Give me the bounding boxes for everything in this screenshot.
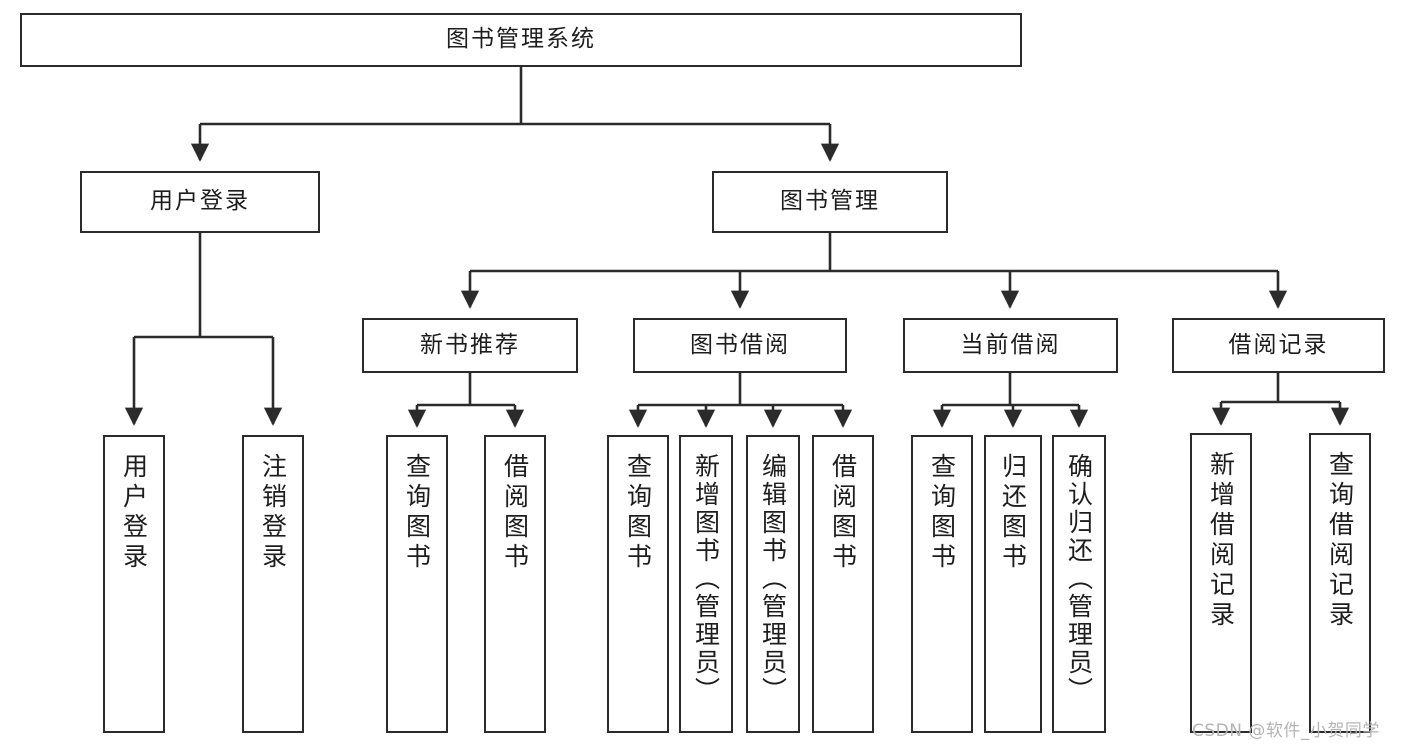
node-leaf-borrow-book-2-label: 借阅图书 <box>828 453 858 573</box>
node-leaf-query-book-3[interactable]: 查询图书 <box>911 435 973 733</box>
node-leaf-borrow-book-2[interactable]: 借阅图书 <box>812 435 874 733</box>
node-user-login[interactable]: 用户登录 <box>80 171 320 233</box>
node-leaf-user-login[interactable]: 用户登录 <box>103 435 165 733</box>
node-book-manage-label: 图书管理 <box>780 188 880 215</box>
node-leaf-logout-label: 注销登录 <box>258 453 288 573</box>
node-new-book-recommend-label: 新书推荐 <box>420 331 520 358</box>
node-leaf-confirm-return-label: 确认归还（管理员） <box>1064 453 1094 705</box>
node-leaf-query-record-label: 查询借阅记录 <box>1325 451 1355 631</box>
node-leaf-query-book-1[interactable]: 查询图书 <box>386 435 448 733</box>
node-leaf-return-book-label: 归还图书 <box>998 453 1028 573</box>
node-leaf-borrow-book-1-label: 借阅图书 <box>500 453 530 573</box>
node-leaf-add-record[interactable]: 新增借阅记录 <box>1190 433 1252 733</box>
node-leaf-edit-book[interactable]: 编辑图书（管理员） <box>746 435 800 733</box>
node-leaf-confirm-return[interactable]: 确认归还（管理员） <box>1052 435 1106 733</box>
node-leaf-query-book-2[interactable]: 查询图书 <box>607 435 669 733</box>
node-leaf-query-book-3-label: 查询图书 <box>927 453 957 573</box>
node-leaf-user-login-label: 用户登录 <box>119 453 149 573</box>
node-leaf-edit-book-label: 编辑图书（管理员） <box>758 453 788 705</box>
node-leaf-add-book-label: 新增图书（管理员） <box>691 453 721 705</box>
node-book-manage[interactable]: 图书管理 <box>712 171 948 233</box>
node-current-borrow[interactable]: 当前借阅 <box>903 318 1118 373</box>
node-user-login-label: 用户登录 <box>150 188 250 215</box>
node-book-borrow-label: 图书借阅 <box>690 331 790 358</box>
node-leaf-query-record[interactable]: 查询借阅记录 <box>1309 433 1371 733</box>
node-leaf-add-record-label: 新增借阅记录 <box>1206 451 1236 631</box>
node-root-label: 图书管理系统 <box>446 26 596 53</box>
node-current-borrow-label: 当前借阅 <box>960 331 1061 358</box>
node-borrow-record-label: 借阅记录 <box>1228 331 1329 358</box>
node-leaf-add-book[interactable]: 新增图书（管理员） <box>679 435 733 733</box>
node-leaf-logout[interactable]: 注销登录 <box>242 435 304 733</box>
node-new-book-recommend[interactable]: 新书推荐 <box>362 318 578 373</box>
node-leaf-borrow-book-1[interactable]: 借阅图书 <box>484 435 546 733</box>
node-leaf-query-book-1-label: 查询图书 <box>402 453 432 573</box>
node-leaf-query-book-2-label: 查询图书 <box>623 453 653 573</box>
node-borrow-record[interactable]: 借阅记录 <box>1172 318 1385 373</box>
node-leaf-return-book[interactable]: 归还图书 <box>984 435 1042 733</box>
node-book-borrow[interactable]: 图书借阅 <box>633 318 847 373</box>
node-root[interactable]: 图书管理系统 <box>20 13 1022 67</box>
